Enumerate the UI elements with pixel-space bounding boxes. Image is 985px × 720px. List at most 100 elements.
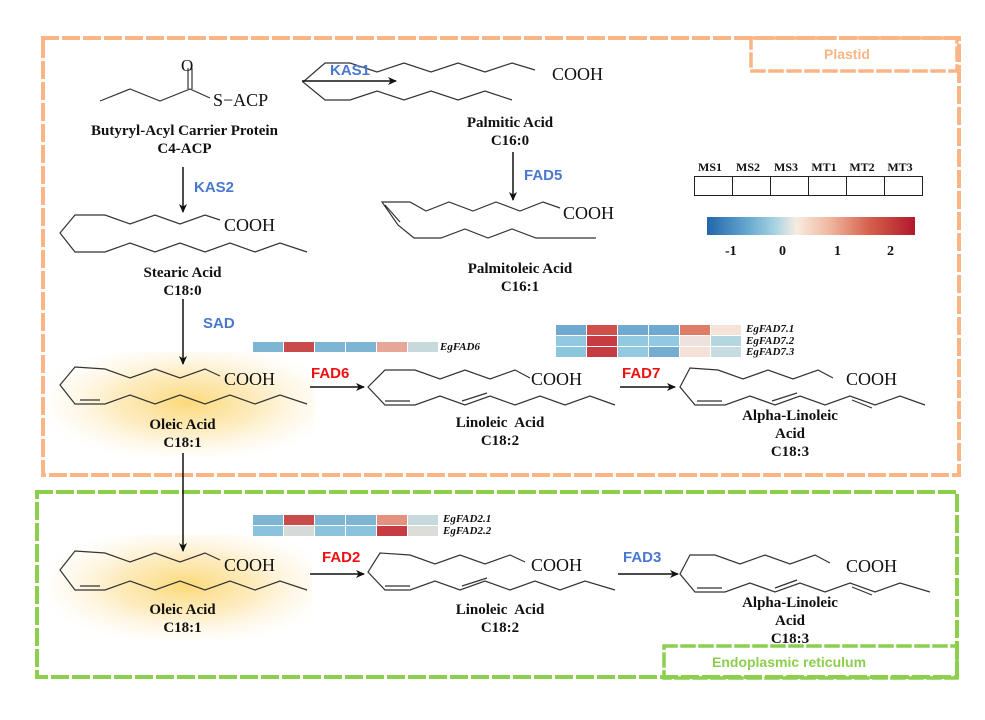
stearic-name: Stearic Acid: [143, 265, 222, 281]
legend-sample: MS2: [736, 160, 760, 174]
enzyme-fad7: FAD7: [622, 365, 661, 382]
ala-er-structure: [679, 554, 931, 593]
ala-plastid-formula: C18:3: [770, 444, 810, 460]
ala-plastid-name: Alpha-Linoleic: [742, 408, 838, 424]
oleic-er-name: Oleic Acid: [149, 602, 216, 618]
heatmap-cell: [649, 336, 679, 346]
c4acp-name: Butyryl-Acyl Carrier Protein: [91, 123, 278, 139]
heatmap-cell: [711, 325, 741, 335]
heatmap-cell: [556, 325, 586, 335]
legend-sample-boxes: [694, 176, 923, 196]
heatmap-cell: [711, 347, 741, 357]
oleic-plastid-structure: [59, 366, 308, 405]
c4acp-oxygen: O: [181, 56, 194, 75]
gene-label-egfad7-2: EgFAD7.2: [746, 335, 795, 347]
palmitoleic-group: COOH: [563, 203, 615, 223]
ala-plastid-name-2: Acid: [775, 426, 805, 442]
plastid-region-border: [41, 36, 961, 477]
heatmap-cell: [649, 325, 679, 335]
plastid-label-box: [749, 36, 959, 73]
heatmap-cell: [253, 526, 283, 536]
legend-box: [885, 177, 922, 195]
heatmap-cell: [587, 325, 617, 335]
legend-box: [809, 177, 847, 195]
heatmap-cell: [315, 515, 345, 525]
palmitoleic-structure: [380, 201, 596, 239]
heatmap-cell: [377, 515, 407, 525]
heatmap-cell: [680, 325, 710, 335]
stearic-structure: [59, 214, 308, 253]
heatmap-cell: [253, 515, 283, 525]
enzyme-fad3: FAD3: [623, 549, 662, 566]
heatmap-cell: [556, 347, 586, 357]
palmitic-group: COOH: [552, 64, 604, 84]
palmitoleic-name: Palmitoleic Acid: [467, 261, 573, 277]
gene-label-egfad2-1: EgFAD2.1: [443, 513, 492, 525]
oleic-er-structure: [59, 550, 308, 591]
heatmap-cell: [711, 336, 741, 346]
ala-er-formula: C18:3: [770, 631, 810, 647]
palmitic-formula: C16:0: [490, 133, 530, 149]
colorbar-tick: 1: [834, 244, 841, 259]
heatmap-fad2: [253, 515, 438, 536]
colorbar-tick: 2: [887, 244, 894, 259]
oleic-er-formula: C18:1: [163, 620, 202, 636]
er-label: Endoplasmic reticulum: [712, 654, 867, 670]
c4acp-structure: [99, 88, 211, 102]
legend-sample: MS3: [774, 160, 798, 174]
gene-label-egfad6: EgFAD6: [440, 341, 480, 353]
stearic-formula: C18:0: [163, 283, 202, 299]
oleic-plastid-name: Oleic Acid: [149, 417, 216, 433]
heatmap-cell: [315, 526, 345, 536]
c4acp-group: S−ACP: [213, 90, 269, 110]
heatmap-cell: [649, 347, 679, 357]
enzyme-kas1: KAS1: [330, 62, 371, 79]
legend-box: [847, 177, 885, 195]
linoleic-er-formula: C18:2: [480, 620, 520, 636]
er-label-box: [662, 644, 959, 680]
heatmap-cell: [284, 342, 314, 352]
legend-sample: MT1: [811, 160, 837, 174]
linoleic-plastid-group: COOH: [531, 369, 583, 389]
heatmap-cell: [680, 336, 710, 346]
heatmap-cell: [556, 336, 586, 346]
heatmap-cell: [346, 515, 376, 525]
heatmap-cell: [587, 336, 617, 346]
palmitoleic-formula: C16:1: [500, 279, 540, 295]
heatmap-cell: [253, 342, 283, 352]
legend-box: [771, 177, 809, 195]
gene-label-egfad7-1: EgFAD7.1: [746, 323, 795, 335]
stearic-group: COOH: [224, 215, 276, 235]
enzyme-fad6: FAD6: [311, 365, 350, 382]
ala-er-name-2: Acid: [775, 613, 805, 629]
oleic-er-group: COOH: [224, 555, 276, 575]
heatmap-cell: [408, 342, 438, 352]
linoleic-er-name: Linoleic Acid: [455, 602, 545, 618]
ala-plastid-structure: [679, 367, 926, 406]
linoleic-plastid-name: Linoleic Acid: [455, 415, 545, 431]
heatmap-cell: [377, 526, 407, 536]
heatmap-cell: [618, 325, 648, 335]
ala-plastid-group: COOH: [846, 369, 898, 389]
enzyme-kas2: KAS2: [194, 179, 235, 196]
linoleic-er-group: COOH: [531, 555, 583, 575]
legend-sample: MT2: [849, 160, 875, 174]
plastid-label: Plastid: [824, 46, 870, 62]
heatmap-cell: [346, 526, 376, 536]
gene-label-egfad7-3: EgFAD7.3: [746, 346, 795, 358]
heatmap-cell: [587, 347, 617, 357]
linoleic-plastid-structure: [367, 369, 616, 406]
ala-er-name: Alpha-Linoleic: [742, 595, 838, 611]
legend-sample-header: MS1 MS2 MS3 MT1 MT2 MT3: [691, 160, 919, 175]
legend-sample: MT3: [887, 160, 913, 174]
palmitic-structure: [302, 62, 536, 101]
heatmap-cell: [408, 515, 438, 525]
heatmap-cell: [377, 342, 407, 352]
enzyme-fad5: FAD5: [524, 167, 563, 184]
legend-box: [695, 177, 733, 195]
heatmap-cell: [284, 515, 314, 525]
colorbar-tick: -1: [725, 244, 737, 259]
heatmap-fad6: [253, 342, 438, 352]
heatmap-cell: [346, 342, 376, 352]
